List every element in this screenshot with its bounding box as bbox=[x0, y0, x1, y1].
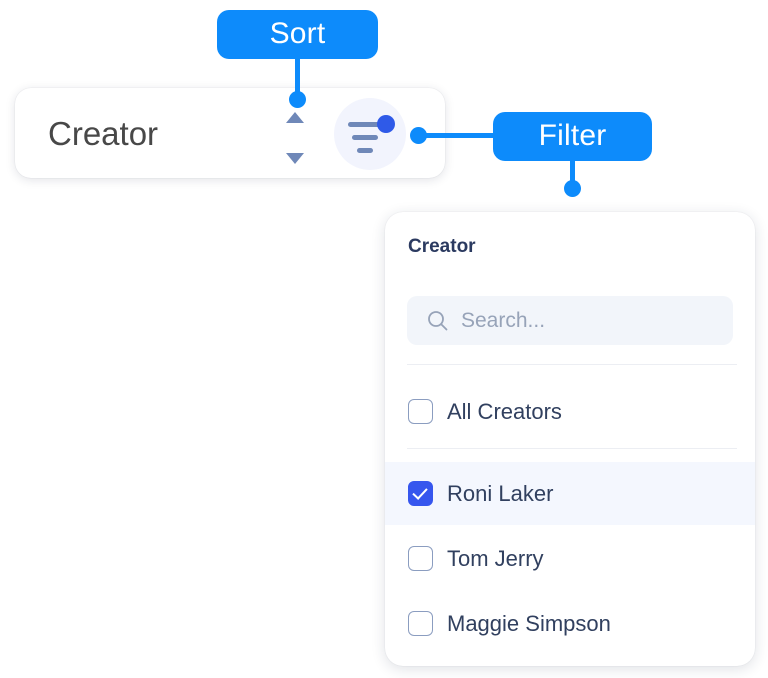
list-item[interactable]: Maggie Simpson bbox=[385, 592, 755, 655]
filter-connector-line-vertical bbox=[570, 158, 575, 194]
callout-filter: Filter bbox=[493, 112, 652, 161]
filter-lines-icon-bar-1 bbox=[348, 122, 382, 127]
panel-divider-top bbox=[407, 364, 737, 365]
list-item-label: All Creators bbox=[447, 398, 562, 424]
filter-dropdown-panel: Creator All Creators Roni Laker Tom Jerr… bbox=[385, 212, 755, 666]
list-item[interactable]: All Creators bbox=[385, 380, 755, 443]
checkbox-unchecked-icon[interactable] bbox=[408, 399, 433, 424]
filter-lines-icon-bar-3 bbox=[357, 148, 373, 153]
list-item[interactable]: Tom Jerry bbox=[385, 527, 755, 590]
callout-filter-label: Filter bbox=[538, 118, 607, 152]
list-item-label: Roni Laker bbox=[447, 480, 554, 506]
filter-connector-dot-bottom bbox=[564, 180, 581, 197]
sort-connector-line bbox=[295, 56, 300, 98]
panel-divider-bottom bbox=[407, 448, 737, 449]
sort-toggle-button[interactable] bbox=[283, 112, 307, 164]
triangle-down-icon[interactable] bbox=[286, 153, 304, 164]
checkbox-checked-icon[interactable] bbox=[408, 481, 433, 506]
search-icon bbox=[428, 310, 448, 330]
callout-sort: Sort bbox=[217, 10, 378, 59]
filter-connector-line-horizontal bbox=[418, 133, 496, 138]
column-title: Creator bbox=[48, 114, 159, 152]
search-input[interactable] bbox=[461, 308, 691, 333]
search-field[interactable] bbox=[407, 296, 733, 345]
sort-connector-dot bbox=[289, 91, 306, 108]
checkbox-unchecked-icon[interactable] bbox=[408, 546, 433, 571]
filter-button[interactable] bbox=[334, 98, 406, 170]
callout-sort-label: Sort bbox=[269, 16, 326, 50]
list-item-label: Maggie Simpson bbox=[447, 610, 611, 636]
list-item[interactable]: Roni Laker bbox=[385, 462, 755, 525]
list-item-label: Tom Jerry bbox=[447, 545, 544, 571]
filter-panel-title: Creator bbox=[408, 236, 476, 257]
checkbox-unchecked-icon[interactable] bbox=[408, 611, 433, 636]
active-filter-dot bbox=[377, 115, 395, 133]
triangle-up-icon[interactable] bbox=[286, 112, 304, 123]
filter-lines-icon-bar-2 bbox=[352, 135, 378, 140]
filter-connector-dot-left bbox=[410, 127, 427, 144]
